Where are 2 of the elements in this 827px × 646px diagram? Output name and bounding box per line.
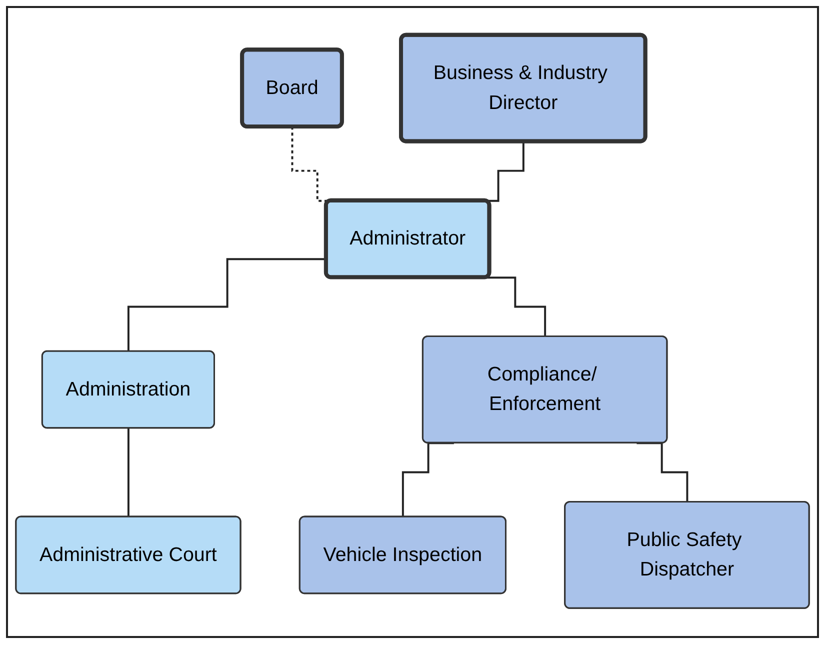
- connector: [127, 428, 130, 518]
- connector: [486, 277, 546, 338]
